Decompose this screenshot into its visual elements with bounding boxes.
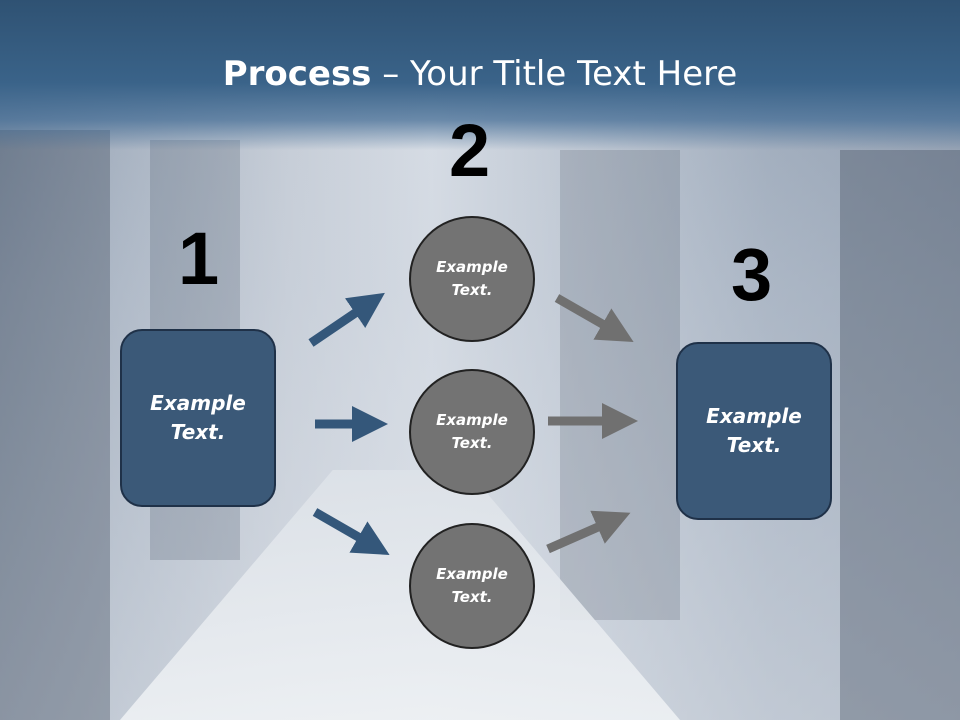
- server-rack-left: [0, 130, 110, 720]
- title-bar: [0, 0, 960, 150]
- title-rest: – Your Title Text Here: [371, 54, 738, 94]
- step-number-3: 3: [731, 233, 773, 316]
- circle-bottom[interactable]: Example Text.: [409, 523, 535, 649]
- circle-top-text: Example Text.: [436, 258, 508, 299]
- circle-middle-text: Example Text.: [436, 411, 508, 452]
- step-number-1: 1: [178, 217, 220, 300]
- circle-top[interactable]: Example Text.: [409, 216, 535, 342]
- left-text-box[interactable]: Example Text.: [120, 329, 276, 507]
- step-number-2: 2: [449, 109, 491, 192]
- left-box-text: Example Text.: [150, 391, 246, 444]
- right-text-box[interactable]: Example Text.: [676, 342, 832, 520]
- right-box-text: Example Text.: [706, 404, 802, 457]
- server-rack-right: [840, 150, 960, 720]
- arrow-icon-blue-up: [308, 292, 385, 347]
- title-bold: Process: [222, 54, 372, 94]
- arrow-icon-gray-up: [546, 510, 631, 554]
- arrow-icon-blue-down: [312, 508, 390, 555]
- circle-middle[interactable]: Example Text.: [409, 369, 535, 495]
- arrow-icon-gray-down: [554, 294, 634, 342]
- slide-title: Process – Your Title Text Here: [0, 54, 960, 94]
- circle-bottom-text: Example Text.: [436, 565, 508, 606]
